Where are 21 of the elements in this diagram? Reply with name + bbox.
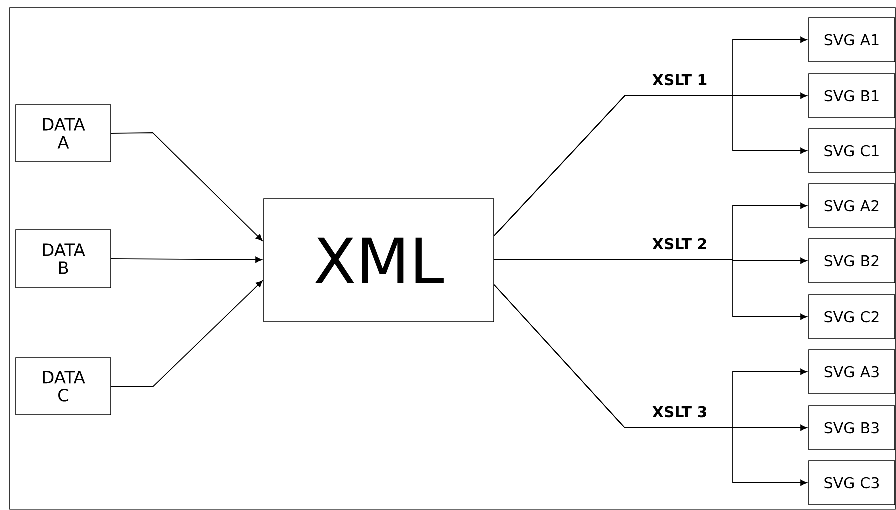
svg-box: SVG B3 [808,406,896,450]
arrow [110,132,263,242]
svg-box: SVG B1 [808,74,896,118]
svg-box: SVG C2 [808,294,896,340]
arrow [110,256,262,264]
svg-box: SVG A1 [808,18,896,62]
data-box: DATA B [16,230,112,288]
arrow [494,284,808,486]
edge-label: XSLT 2 [651,237,709,251]
data-box: DATA C [16,358,112,416]
data-box: DATA A [16,104,112,162]
svg-box: SVG B2 [808,238,896,284]
edge-label: XSLT 1 [651,73,709,87]
svg-box: SVG C1 [808,128,896,174]
svg-box: SVG C3 [808,460,896,506]
arrow [110,280,263,388]
edge-label: XSLT 3 [651,405,709,419]
xml-box: XML [264,198,494,322]
svg-box: SVG A3 [808,350,896,394]
arrow [494,260,808,320]
svg-box: SVG A2 [808,184,896,228]
